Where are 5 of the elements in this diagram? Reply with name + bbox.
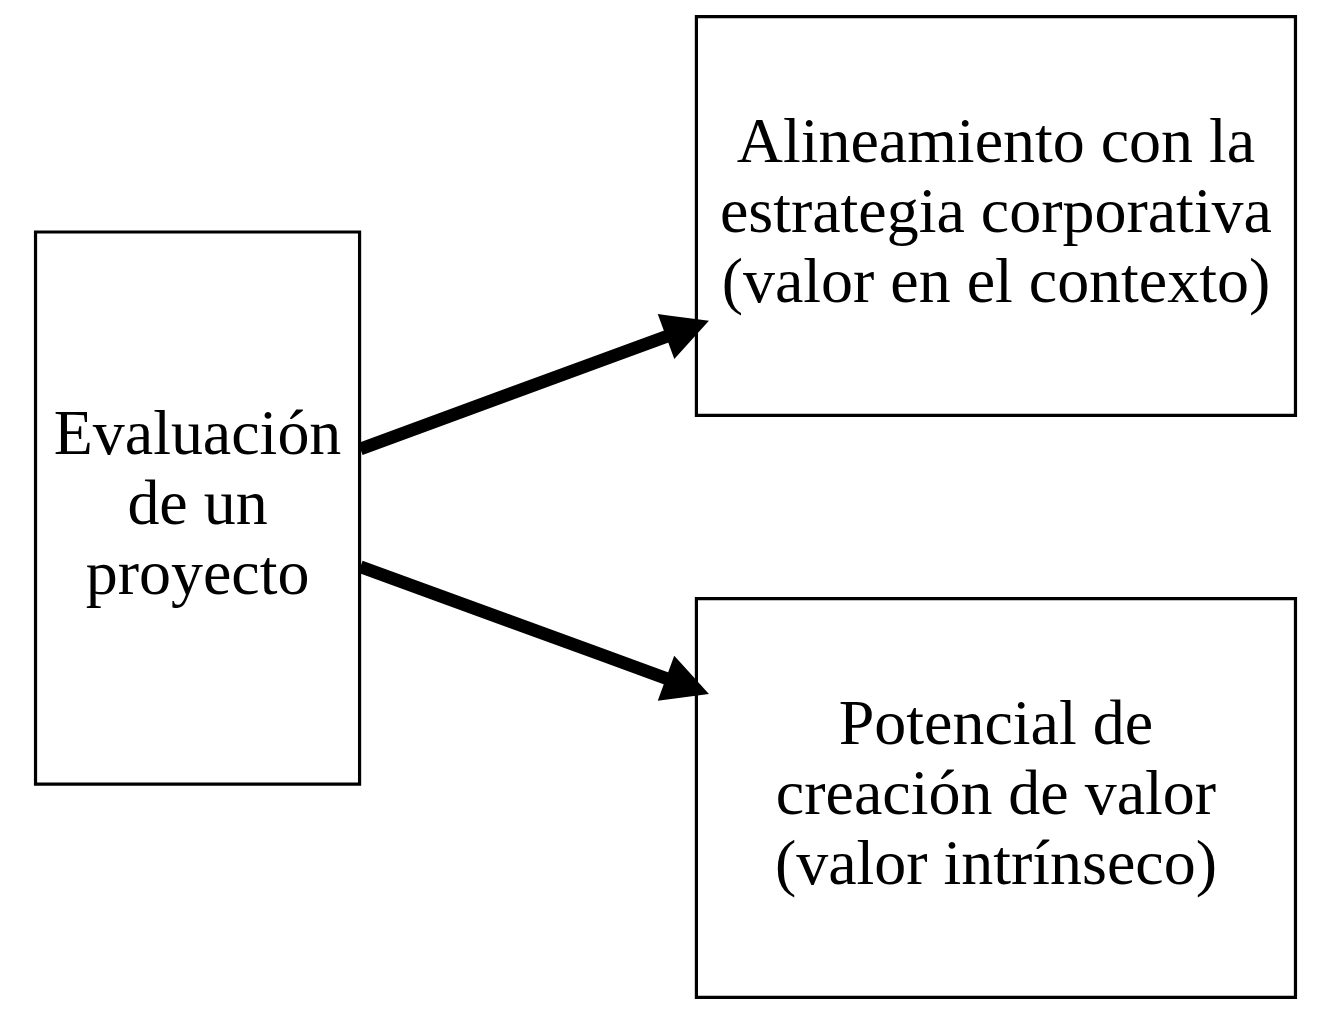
node-box: Potencial de creación de valor (valor intrínseco) [694, 597, 1298, 999]
node-box: Evaluación de un proyecto [33, 230, 362, 786]
arrow [358, 560, 709, 701]
arrow [358, 314, 709, 455]
node-box: Alineamiento con la estrategia corporativa (valor en el contexto) [694, 15, 1298, 417]
